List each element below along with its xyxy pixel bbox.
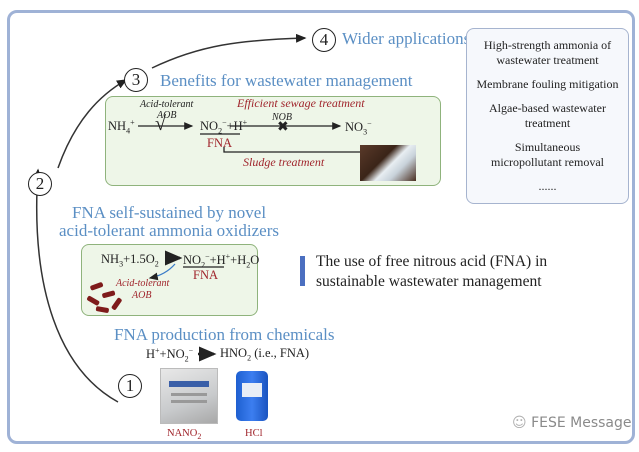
application-item: Membrane fouling mitigation <box>476 77 619 91</box>
watermark-text: FESE Message <box>531 415 632 431</box>
application-ellipsis: ...... <box>538 179 557 193</box>
ammonium-label: NH4+ <box>108 118 135 136</box>
wechat-icon: ☺ <box>512 415 527 431</box>
efficient-treatment-label: Efficient sewage treatment <box>237 96 365 110</box>
title-accent-bar <box>300 256 305 286</box>
step-3-circle: 3 <box>124 68 148 92</box>
main-title-line1: The use of free nitrous acid (FNA) in <box>316 253 548 270</box>
nob-label: NOB <box>272 112 292 123</box>
application-item: High-strength ammonia of wastewater trea… <box>483 38 612 67</box>
nano2-label: NANO2 <box>167 428 202 442</box>
sludge-photo <box>360 145 416 181</box>
benefits-box <box>105 96 441 186</box>
nitrate-label: NO3− <box>345 119 372 137</box>
arrow-2-to-3 <box>57 79 128 169</box>
step-1-heading: FNA production from chemicals <box>114 325 335 344</box>
arrow-1-to-2 <box>32 168 119 403</box>
sodium-nitrite-bag-image <box>160 368 218 424</box>
fna-formation-left: H++NO2− <box>146 346 194 364</box>
fna-label: FNA <box>207 136 233 150</box>
main-title: The use of free nitrous acid (FNA) in su… <box>316 252 547 292</box>
step-4-circle: 4 <box>312 28 336 52</box>
aob-label-2-line2: AOB <box>132 290 152 301</box>
sludge-treatment-label: Sludge treatment <box>243 155 325 169</box>
step-4-heading: Wider applications <box>342 29 471 48</box>
step-3-heading: Benefits for wastewater management <box>160 71 413 90</box>
fna-formation-right: HNO2 (i.e., FNA) <box>220 346 310 363</box>
step-2-heading-line2: acid-tolerant ammonia oxidizers <box>59 221 279 240</box>
hcl-container-image <box>236 371 268 421</box>
step-3-number: 3 <box>131 70 141 89</box>
check-icon: √ <box>155 113 166 135</box>
ammonia-oxidation-right: NO2−+H++H2O <box>183 252 260 270</box>
step-4-number: 4 <box>319 30 329 49</box>
ammonia-oxidation-left: NH3+1.5O2 <box>101 252 159 269</box>
step-1-number: 1 <box>125 376 135 395</box>
application-item: Simultaneous micropollutant removal <box>491 140 604 169</box>
step-2-circle: 2 <box>28 172 52 196</box>
step-1-circle: 1 <box>118 374 142 398</box>
watermark: ☺ FESE Message <box>512 415 632 431</box>
step-2-number: 2 <box>35 174 45 193</box>
arrow-3-to-4 <box>151 33 307 69</box>
main-title-line2: sustainable wastewater management <box>316 273 542 290</box>
nitrite-product: NO2−+H+ <box>200 118 248 136</box>
fna-label-2: FNA <box>193 268 219 282</box>
bacteria-icons <box>87 282 122 313</box>
aob-label-line1: Acid-tolerant <box>140 99 194 110</box>
aob-label-2-line1: Acid-tolerant <box>116 278 170 289</box>
application-item: Algae-based wastewater treatment <box>489 101 606 130</box>
aob-label-line2: AOB <box>157 110 177 121</box>
cross-icon: ✖ <box>277 120 289 135</box>
step-2-heading-line1: FNA self-sustained by novel <box>72 203 267 222</box>
hcl-label: HCl <box>245 428 263 439</box>
applications-box: High-strength ammonia of wastewater trea… <box>466 28 629 204</box>
